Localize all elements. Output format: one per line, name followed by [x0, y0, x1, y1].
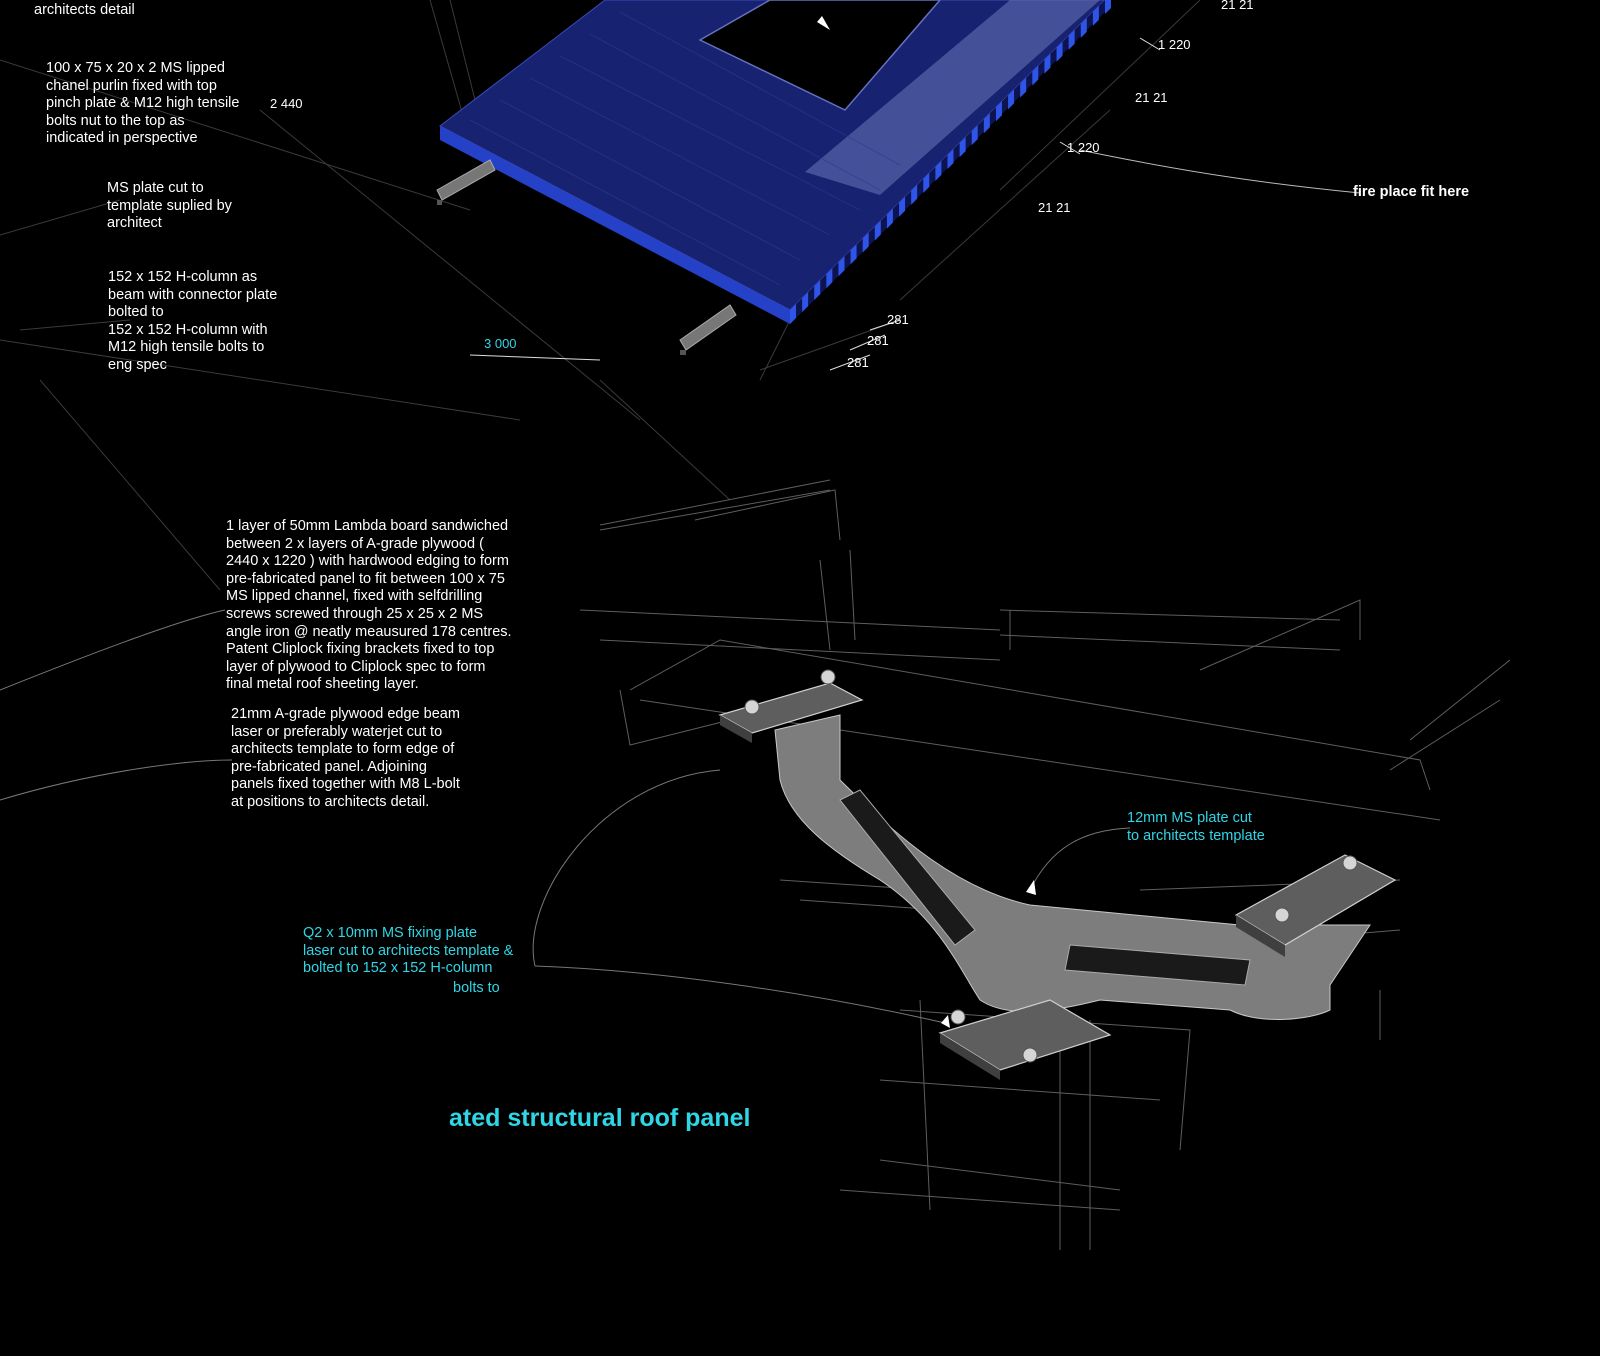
roof-panel-rib — [874, 220, 881, 241]
roof-panel-rib — [1056, 41, 1063, 62]
roof-panel-rib — [886, 208, 893, 229]
roof-panel-rib — [862, 232, 869, 253]
leader-lines — [0, 609, 1131, 1024]
roof-panel-rib — [1032, 65, 1039, 86]
note-h-column: 152 x 152 H-column as beam with connecto… — [108, 269, 278, 373]
dim-281-c: 281 — [847, 355, 869, 370]
roof-panel-rib — [1105, 0, 1111, 14]
roof-panel-rib — [1008, 89, 1015, 110]
roof-panel-rib — [1068, 29, 1075, 50]
roof-panel-rib — [911, 184, 918, 205]
note-lambda-board: 1 layer of 50mm Lambda board sandwiched … — [226, 518, 512, 693]
fire-place-leader — [1079, 149, 1361, 194]
roof-panel-rib — [947, 149, 954, 169]
roof-panel-rib — [838, 256, 845, 277]
dim-281-a: 281 — [887, 312, 909, 327]
bolts — [744, 669, 1358, 1063]
roof-panel-rib — [1080, 17, 1087, 38]
roof-panel-rib — [814, 280, 821, 301]
direction-arrow — [817, 16, 830, 30]
note-12mm-plate: 12mm MS plate cut to architects template — [1127, 810, 1265, 844]
roof-panel-rib — [790, 304, 796, 324]
fireplace-opening — [698, 0, 941, 111]
note-purlin: 100 x 75 x 20 x 2 MS lipped chanel purli… — [46, 60, 240, 147]
dim-2440: 2 440 — [270, 96, 303, 111]
panel-grid-lines — [469, 11, 901, 286]
roof-panel-rib — [995, 101, 1002, 122]
wireframe-structure — [579, 479, 1511, 1250]
leader-arrow — [1026, 880, 1036, 895]
roof-panel-rib — [899, 196, 906, 217]
roof-panel-edge — [440, 126, 790, 324]
roof-panel-rib — [983, 113, 990, 134]
steel-bracket — [718, 682, 1397, 1080]
roof-panel-ribs — [790, 0, 1111, 324]
dim-3000: 3 000 — [484, 336, 517, 351]
roof-panel-rib — [802, 292, 809, 313]
lipped-channel-beams — [436, 159, 737, 355]
dim-1220-b: 1 220 — [1067, 140, 1100, 155]
dim-2121-b: 21 21 — [1038, 200, 1071, 215]
dim-2121-top: 21 21 — [1221, 0, 1254, 12]
insulation-strip — [805, 0, 1100, 195]
roof-panel-rib — [850, 244, 857, 265]
drawing-title: ated structural roof panel — [449, 1104, 751, 1132]
dim-1220-a: 1 220 — [1158, 37, 1191, 52]
note-fire-place: fire place fit here — [1353, 184, 1470, 200]
leader-arrow-2 — [941, 1015, 950, 1028]
roof-panel-rib — [826, 268, 833, 289]
note-bolts-to: bolts to — [453, 980, 500, 996]
roof-panel-rib — [1092, 5, 1099, 26]
roof-panel-rib — [1020, 77, 1027, 98]
dimension-lines — [469, 37, 1161, 371]
note-ms-plate: MS plate cut to template suplied by arch… — [107, 180, 232, 232]
note-plywood-edge: 21mm A-grade plywood edge beam laser or … — [231, 706, 460, 810]
note-architects-detail: architects detail — [34, 2, 135, 18]
dim-281-b: 281 — [867, 333, 889, 348]
roof-panel-rib — [959, 137, 966, 158]
roof-panel-rib — [923, 172, 930, 193]
roof-panel-rib — [1044, 53, 1051, 74]
dim-2121-a: 21 21 — [1135, 90, 1168, 105]
note-fixing-plate: Q2 x 10mm MS fixing plate laser cut to a… — [303, 925, 514, 977]
roof-panel-rib — [935, 160, 942, 181]
roof-panel-rib — [971, 125, 978, 146]
